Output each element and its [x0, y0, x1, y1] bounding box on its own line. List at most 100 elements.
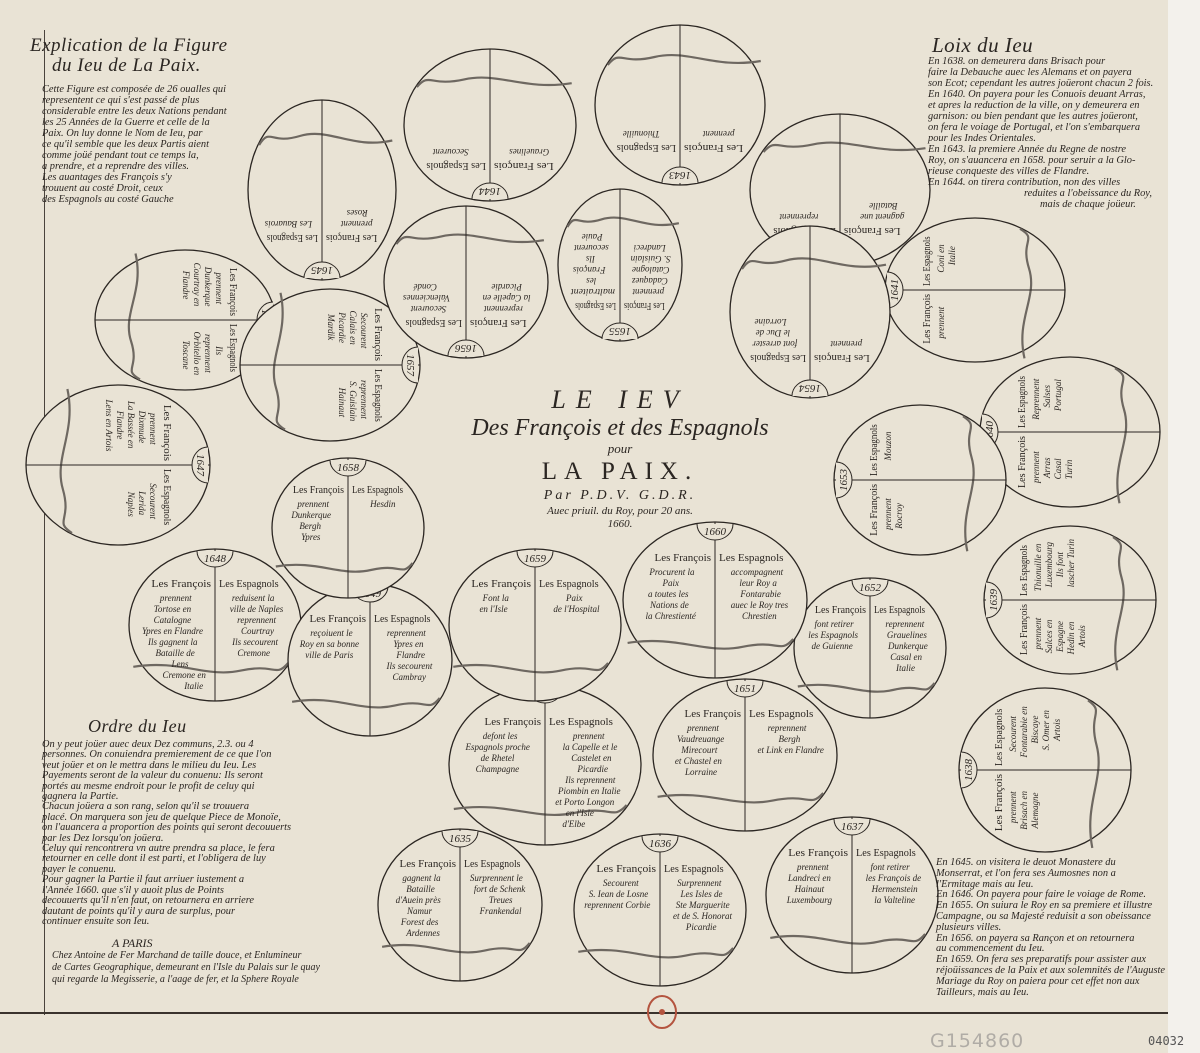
text-line: veut joüer et on le mettra dans le milie… — [42, 759, 257, 771]
place-note-line: font retirer — [815, 619, 856, 629]
river-line — [395, 233, 545, 245]
place-note: Mouzon — [883, 431, 893, 461]
place-note-line: Toscane — [181, 340, 191, 369]
stamp-center — [659, 1009, 665, 1015]
place-note: prennent — [1008, 791, 1018, 824]
year-tab — [661, 166, 699, 184]
place-note-line: prennent — [830, 339, 863, 349]
place-note-line: Secourent — [359, 313, 369, 349]
label-francois: Les François — [151, 578, 211, 590]
place-note-line: reprennent — [779, 212, 818, 222]
place-note-line: François — [572, 265, 606, 275]
place-note-line: Catalogne — [154, 615, 192, 625]
oval-year: 1645 — [311, 264, 334, 276]
place-note: la Chrestienté — [645, 611, 696, 621]
place-note-line: et Link en Flandre — [757, 745, 823, 755]
place-note: Bergh — [299, 521, 321, 531]
text-line: Pour gagner la Partie il faut arriuer iu… — [42, 874, 245, 886]
text-line: Roy, on s'auancera en 1658. pour seruir … — [928, 155, 1136, 166]
text-line: En 1643. la premiere Année du Regne de n… — [928, 144, 1127, 155]
text-line: payer le conuenu. — [42, 863, 117, 875]
place-note: Forest des Ardennes — [400, 917, 441, 938]
place-note: Rocroy — [894, 503, 904, 530]
place-note: defont les Espagnols proche de Rhetel — [465, 731, 533, 763]
place-note-line: Salses — [1042, 384, 1052, 407]
place-note: de l'Hospital — [553, 604, 600, 614]
place-note: Cadaquez — [631, 276, 667, 286]
order-text: On y peut joüer auec deux Dez communs, 2… — [42, 739, 291, 927]
place-note: S. Omer en Artois — [1041, 708, 1062, 751]
label-espagnols: Les Espagnols — [856, 847, 916, 859]
rules-title: Loix du Ieu — [932, 33, 1034, 57]
place-note-line: reprennent — [484, 304, 523, 314]
place-note-line: Luxembourg — [786, 895, 833, 905]
place-note: Casal en Italie — [890, 652, 924, 673]
text-line: on fera le voiage de Portugal, et l'on s… — [928, 122, 1141, 133]
place-note: la Capelle et le Castelet en Picardie — [563, 742, 620, 774]
place-note: Dunkerque — [203, 266, 213, 307]
label-francois: Les François — [814, 352, 870, 364]
place-note: Secourent Fontarabie en Biscaye — [1008, 704, 1040, 759]
place-note: prennent — [883, 498, 893, 531]
place-note-line: Espagne — [1055, 621, 1065, 653]
place-note: Dunkerque — [290, 510, 331, 520]
place-note: Secourent — [410, 304, 446, 314]
place-note: Mirecourt — [680, 745, 718, 755]
place-note: reprennent Ypres en Flandre — [387, 628, 428, 660]
place-note-line: Coni en — [936, 242, 946, 273]
place-note: Thionuille — [623, 129, 660, 139]
text-line: En 1644. on tirera contribution, non des… — [928, 177, 1121, 188]
place-note-line: Mardik — [326, 313, 336, 341]
place-note: Catalogne — [632, 265, 670, 275]
year-tab — [985, 581, 1003, 619]
place-note-line: la Capelle et le — [563, 742, 620, 752]
text-line: personnes. On conuiendra premierement de… — [42, 749, 272, 761]
oval-year: 1655 — [609, 325, 632, 337]
place-note-line: Hainaut — [337, 387, 347, 418]
place-note-line: Condé — [413, 282, 438, 292]
text-line: trouuent au costé Droit, ceux — [42, 183, 163, 194]
label-francois: Les François — [993, 774, 1005, 831]
place-note-line: Cremone — [237, 648, 270, 658]
label-francois: Les François — [326, 232, 377, 244]
label-espagnols: Les Espagnols — [406, 317, 462, 329]
place-note: font retirer les Espagnols — [808, 619, 858, 640]
place-note: reprennent Corbie — [584, 900, 650, 910]
place-note-line: Alemagne — [1030, 792, 1040, 829]
place-note-line: Ils secourent — [385, 661, 434, 671]
place-note: font retirer les François de — [866, 862, 922, 883]
place-note-line: Italie — [947, 246, 957, 266]
label-espagnols: Les Espagnols — [1016, 376, 1028, 428]
text-line: son Ecot; cependant les autres joüeront … — [928, 78, 1154, 89]
text-line: réjoüissances de la Paix et aux solemnit… — [936, 964, 1166, 976]
text-line: par les Dez lorsqu'on joüera. — [42, 832, 164, 844]
oval-year: 1648 — [204, 553, 227, 565]
place-note: prennent — [572, 731, 605, 741]
place-note-line: prennent — [572, 731, 605, 741]
